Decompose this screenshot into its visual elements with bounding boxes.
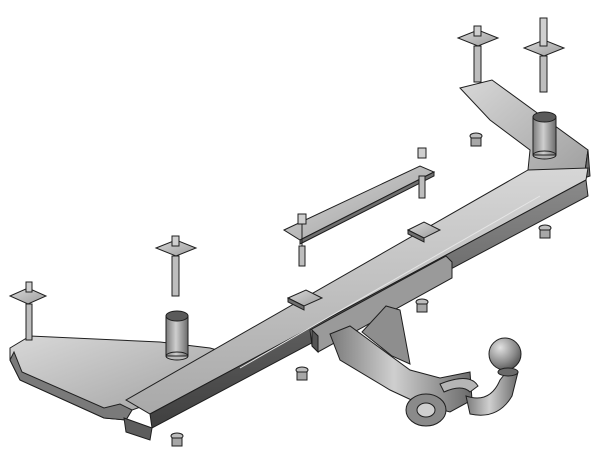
nut-4 — [295, 366, 309, 381]
nut-2 — [538, 224, 552, 239]
nut-3 — [415, 298, 429, 313]
beam-pads — [286, 221, 442, 311]
tow-ball-neck — [329, 305, 519, 416]
bolt-right-2 — [522, 17, 566, 93]
tow-ball — [488, 337, 522, 377]
nut-5 — [170, 432, 184, 447]
center-clamp-plate — [282, 147, 436, 267]
mounting-bolts — [8, 17, 566, 341]
bolt-left — [8, 281, 48, 341]
nut-1 — [469, 132, 483, 147]
bolt-left-mid — [154, 235, 198, 297]
left-mounting-bracket — [9, 310, 240, 421]
nuts-and-washers — [170, 132, 552, 447]
bolt-right-1 — [456, 25, 500, 83]
safety-chain-ring — [405, 378, 479, 427]
